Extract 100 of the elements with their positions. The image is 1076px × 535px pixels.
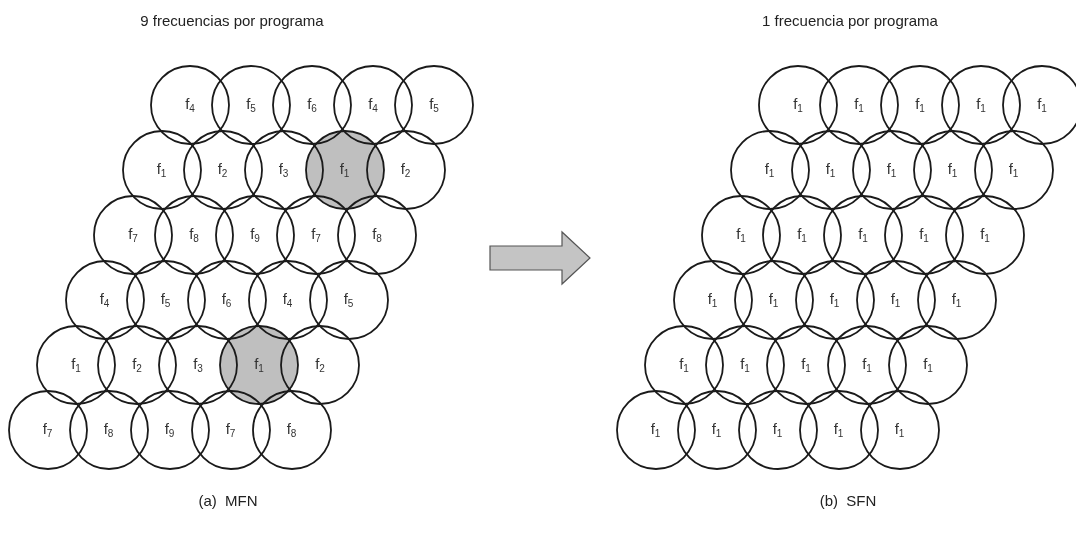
cell-circle: [859, 390, 940, 470]
cell-circle: [701, 195, 781, 275]
frequency-label: f$_{6}$: [221, 291, 232, 309]
cell-circle: [125, 260, 206, 340]
frequency-label: f$_{1}$: [894, 421, 905, 439]
cell-circle: [251, 390, 332, 470]
cell-circle: [394, 65, 474, 145]
frequency-label: f$_{4}$: [368, 96, 378, 114]
cell-circle: [916, 260, 997, 340]
panel-caption: (a) MFN: [198, 492, 258, 509]
cell-circle: [823, 195, 903, 275]
cell-circle: [7, 390, 88, 470]
frequency-label: f$_{1}$: [890, 291, 901, 309]
frequency-label: f$_{5}$: [343, 291, 354, 309]
cell-circle: [36, 325, 116, 405]
cell-circle: [64, 260, 145, 340]
cell-circle: [798, 390, 879, 470]
frequency-label: f$_{1}$: [772, 421, 783, 439]
frequency-label: f$_{1}$: [976, 96, 986, 114]
cell-circle: [737, 390, 818, 470]
cell-circle: [97, 325, 177, 405]
cell-circle: [215, 195, 295, 275]
cell-circle: [211, 65, 291, 145]
shaded-cell-circle: [219, 325, 299, 405]
frequency-label: f$_{4}$: [185, 96, 195, 114]
shaded-cell-circle: [304, 130, 385, 210]
frequency-label: f$_{1}$: [679, 356, 689, 374]
frequency-label: f$_{5}$: [160, 291, 171, 309]
frequency-label: f$_{1}$: [947, 161, 958, 179]
frequency-label: f$_{1}$: [886, 161, 897, 179]
cell-circle: [790, 130, 871, 210]
cell-circle: [884, 195, 964, 275]
frequency-label: f$_{1}$: [1037, 96, 1047, 114]
cell-circle: [337, 195, 417, 275]
frequency-label: f$_{8}$: [103, 421, 114, 439]
frequency-label: f$_{1}$: [825, 161, 836, 179]
frequency-label: f$_{1}$: [915, 96, 925, 114]
cell-circle: [190, 390, 271, 470]
frequency-label: f$_{2}$: [315, 356, 325, 374]
cell-circle: [676, 390, 757, 470]
frequency-label: f$_{8}$: [189, 226, 199, 244]
cell-circle: [644, 325, 724, 405]
frequency-label: f$_{4}$: [282, 291, 293, 309]
frequency-label: f$_{5}$: [246, 96, 256, 114]
cell-circle: [888, 325, 968, 405]
cell-circle: [129, 390, 210, 470]
frequency-label: f$_{1}$: [951, 291, 962, 309]
cell-circle: [68, 390, 149, 470]
frequency-label: f$_{8}$: [372, 226, 382, 244]
frequency-label: f$_{7}$: [42, 421, 53, 439]
frequency-label: f$_{1}$: [254, 356, 264, 374]
panel-title: 1 frecuencia por programa: [762, 12, 938, 29]
frequency-label: f$_{1}$: [768, 291, 779, 309]
cell-circle: [333, 65, 413, 145]
cell-circle: [158, 325, 238, 405]
cell-circle: [247, 260, 328, 340]
frequency-label: f$_{1}$: [980, 226, 990, 244]
cell-circle: [827, 325, 907, 405]
cell-circle: [615, 390, 696, 470]
cell-circle: [794, 260, 875, 340]
frequency-label: f$_{2}$: [217, 161, 228, 179]
cell-circle: [945, 195, 1025, 275]
cell-circle: [912, 130, 993, 210]
frequency-label: f$_{1}$: [339, 161, 350, 179]
cell-circle: [186, 260, 267, 340]
frequency-label: f$_{7}$: [311, 226, 321, 244]
frequency-label: f$_{1}$: [919, 226, 929, 244]
cell-circle: [733, 260, 814, 340]
cell-circle: [672, 260, 753, 340]
cell-circle: [973, 130, 1054, 210]
panel-caption: (b) SFN: [819, 492, 877, 509]
cell-circle: [705, 325, 785, 405]
frequency-label: f$_{1}$: [1008, 161, 1019, 179]
panel-title: 9 frecuencias por programa: [140, 12, 324, 29]
cell-circle: [855, 260, 936, 340]
frequency-label: f$_{1}$: [71, 356, 81, 374]
frequency-label: f$_{2}$: [132, 356, 142, 374]
frequency-label: f$_{1}$: [829, 291, 840, 309]
cell-circle: [150, 65, 230, 145]
cell-circle: [280, 325, 360, 405]
frequency-label: f$_{1}$: [736, 226, 746, 244]
frequency-label: f$_{1}$: [854, 96, 864, 114]
frequency-label: f$_{9}$: [164, 421, 175, 439]
frequency-label: f$_{1}$: [764, 161, 775, 179]
cell-circle: [766, 325, 846, 405]
frequency-label: f$_{1}$: [923, 356, 933, 374]
frequency-label: f$_{3}$: [278, 161, 289, 179]
cell-circle: [880, 65, 960, 145]
cell-circle: [243, 130, 324, 210]
cell-circle: [272, 65, 352, 145]
frequency-label: f$_{7}$: [128, 226, 138, 244]
frequency-label: f$_{7}$: [225, 421, 236, 439]
cell-circle: [93, 195, 173, 275]
cell-circle: [762, 195, 842, 275]
cell-circle: [154, 195, 234, 275]
frequency-label: f$_{1}$: [707, 291, 718, 309]
cell-circle: [758, 65, 838, 145]
frequency-label: f$_{1}$: [797, 226, 807, 244]
cell-circle: [276, 195, 356, 275]
cell-circle: [729, 130, 810, 210]
